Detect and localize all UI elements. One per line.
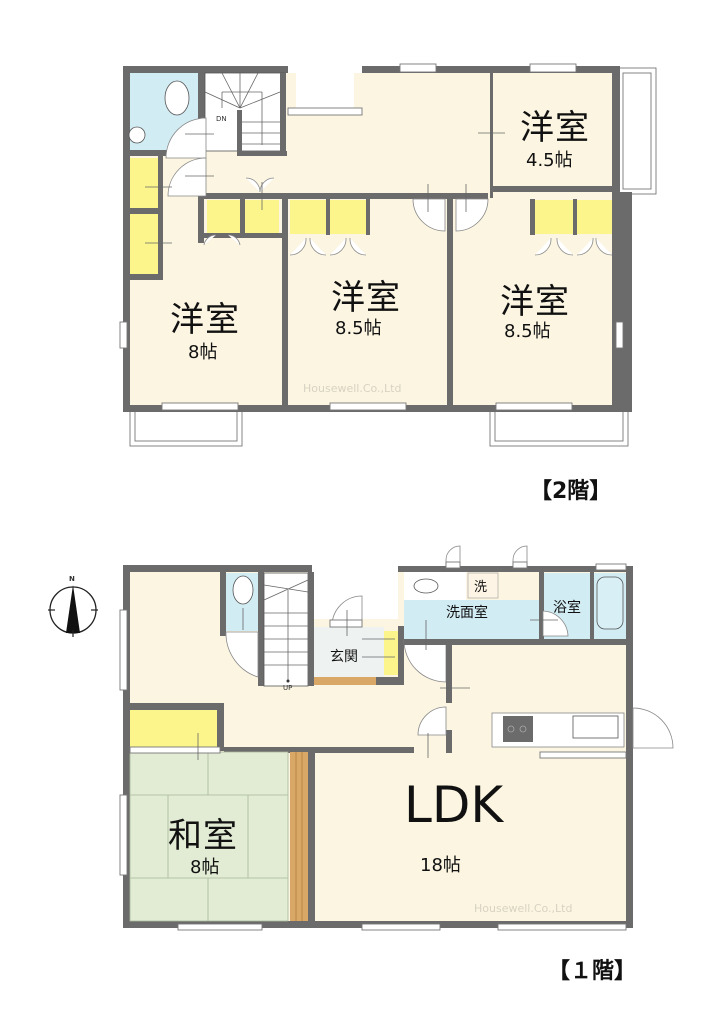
room-name-western-8: 洋室 [170,300,240,340]
floor-tag-1f: 【１階】 [548,959,637,984]
room-size-western-8-5-a: 8.5帖 [335,318,382,339]
room-name-washroom: 洗面室 [446,605,488,621]
room-name-ldk: LDK [404,776,504,834]
stairs-up-label: UP [283,684,293,692]
room-name-entrance: 玄関 [330,649,358,665]
room-size-western-4-5: 4.5帖 [526,150,573,171]
room-name-western-4-5: 洋室 [520,108,590,148]
room-size-western-8: 8帖 [188,342,218,363]
room-size-western-8-5-b: 8.5帖 [504,321,551,342]
first-floor-plan [48,545,674,931]
stairs-down-label: DN [216,115,227,123]
second-floor-plan [119,63,657,447]
washing-machine-label: 洗 [474,580,488,595]
room-size-japanese: 8帖 [190,857,220,878]
compass-north-icon [48,585,98,637]
room-name-bathroom: 浴室 [553,600,581,616]
floor-tag-2f: 【2階】 [530,479,612,504]
room-name-japanese: 和室 [168,816,238,856]
room-size-ldk: 18帖 [420,855,461,876]
room-name-western-8-5-a: 洋室 [331,278,401,318]
room-name-western-8-5-b: 洋室 [500,282,570,322]
compass-label: N [69,575,75,583]
watermark-2f: Housewell.Co.,Ltd [303,382,402,395]
watermark-1f: Housewell.Co.,Ltd [474,902,573,915]
